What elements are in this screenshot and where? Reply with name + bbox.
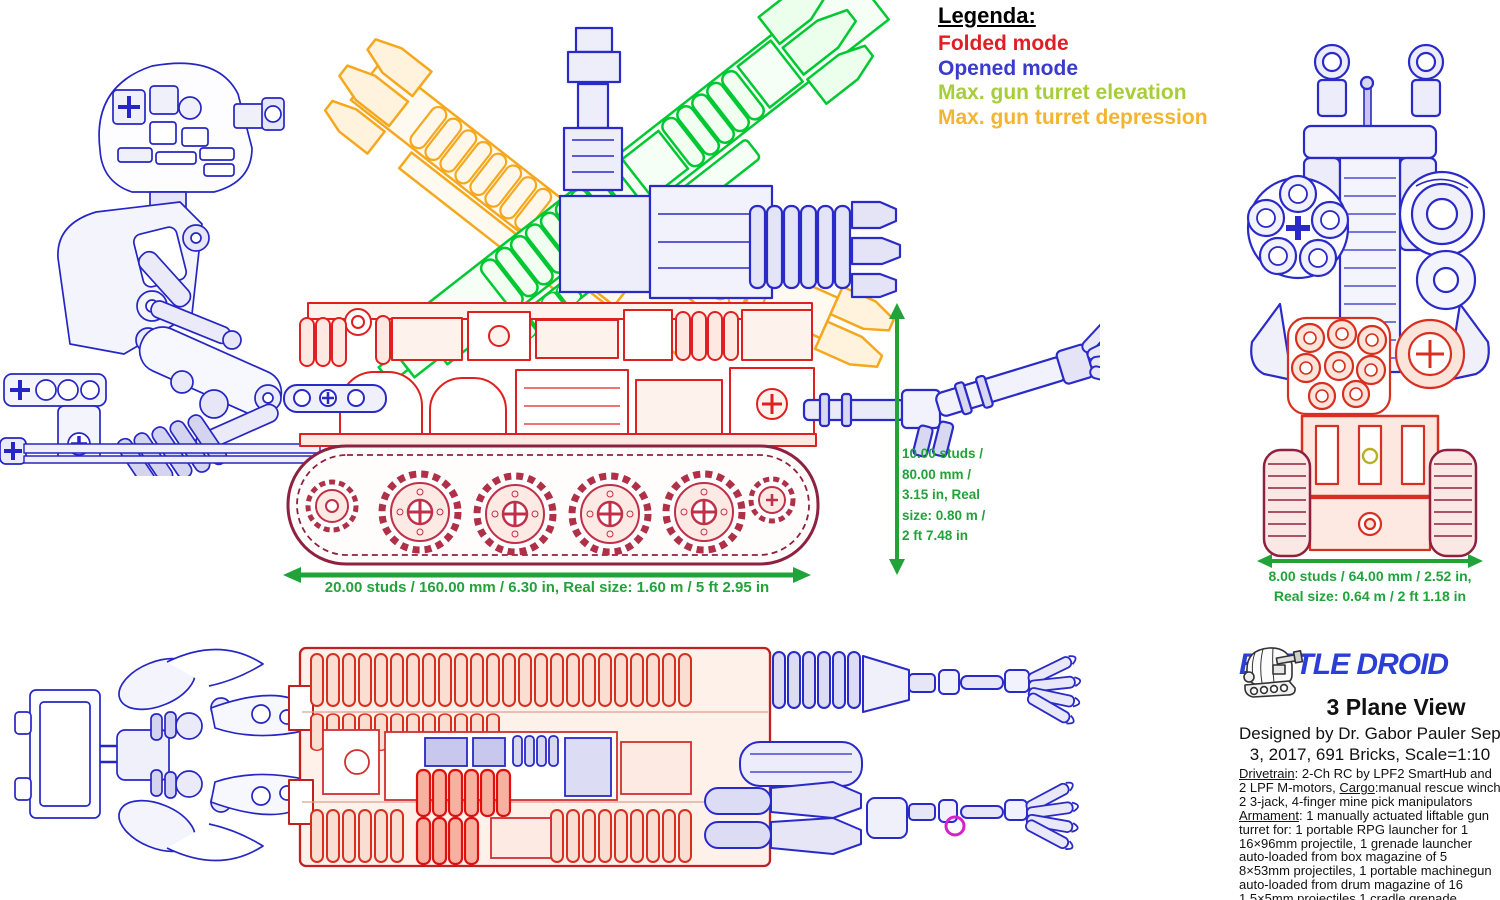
side-view-drawing [283, 0, 1100, 566]
battle-droid-logo-icon [1243, 647, 1303, 698]
page-title: 3 Plane View [1326, 694, 1466, 720]
spec-keyword: Armament [1239, 807, 1299, 823]
rider-side-view-drawing [0, 62, 321, 476]
designed-line: Designed by Dr. Gabor Pauler Sept [1239, 724, 1500, 743]
dimension-line: 8.00 studs / 64.00 mm / 2.52 in, [1268, 568, 1472, 584]
spec-value: : 1 manually actuated liftable gun turre… [1239, 807, 1492, 900]
dimension-line: 3.15 in, Real [902, 487, 981, 502]
legend-item: Folded mode [938, 32, 1069, 55]
designed-by-text: Designed by Dr. Gabor Pauler Sept 3, 2017… [1239, 723, 1500, 765]
spec-keyword: Cargo [1339, 779, 1375, 795]
spec-keyword: Drivetrain [1239, 766, 1295, 781]
dimension-line: 80.00 mm / [902, 466, 972, 482]
length-dimension-label: 20.00 studs / 160.00 mm / 6.30 in, Real … [324, 579, 770, 596]
height-dimension-label: 10.00 studs / 80.00 mm / 3.15 in, Real size… [902, 444, 998, 547]
spec-text: Drivetrain: 2-Ch RC by LPF2 SmartHub and… [1239, 767, 1500, 900]
hull-plan-core [322, 729, 692, 866]
width-dimension-arrow [1257, 554, 1483, 568]
track-side-drawing [286, 444, 820, 566]
logo-row: BATTLE DROID [1239, 641, 1500, 701]
info-block: BATTLE DROID 3 Plane View Designed by Dr… [1239, 641, 1500, 900]
hull-side-drawing [299, 302, 817, 465]
dimension-line: size: 0.80 m / [902, 507, 986, 523]
opened-gun-drawing [558, 26, 902, 300]
plan-view-drawing [14, 646, 1082, 868]
hull-left-beam-drawing [283, 384, 387, 413]
legend-item: Max. gun turret depression [938, 105, 1208, 129]
opened-arm-drawing [802, 301, 1100, 458]
dimension-line: 10.00 studs / [902, 446, 984, 461]
opened-plan-drawing [704, 651, 1082, 855]
legend-item: Opened mode [938, 56, 1079, 80]
rider-plan-drawing [14, 648, 316, 862]
spec-value: :manual rescue winch 2 3-jack, 4-finger … [1239, 779, 1500, 809]
length-dimension-arrow [283, 567, 811, 583]
designed-line: 3, 2017, 691 Bricks, Scale=1:10 [1249, 745, 1491, 764]
legend-title: Legenda: [938, 3, 1036, 28]
legend-item: Max. gun turret elevation [938, 81, 1187, 104]
width-dimension-label: 8.00 studs / 64.00 mm / 2.52 in, Real siz… [1246, 566, 1494, 606]
height-dimension-arrow [889, 303, 905, 575]
dimension-line: Real size: 0.64 m / 2 ft 1.18 in [1273, 588, 1467, 604]
spec-value: : 2-Ch RC by LPF2 SmartHub and 2 LPF M-m… [1239, 766, 1492, 795]
front-view-drawing [1246, 43, 1490, 558]
dimension-line: 2 ft 7.48 in [902, 528, 969, 543]
